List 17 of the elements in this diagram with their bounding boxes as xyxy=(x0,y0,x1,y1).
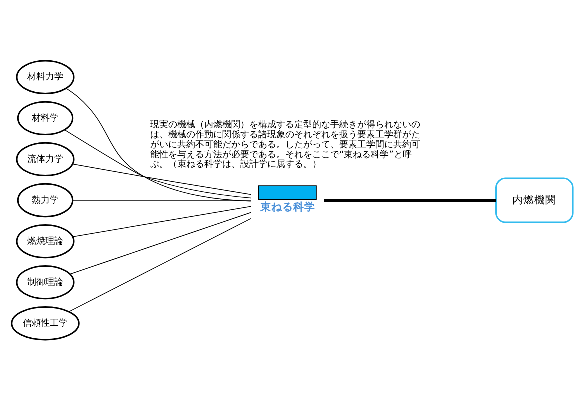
connector xyxy=(66,88,252,202)
node-ellipse: 信頼性工学 xyxy=(11,306,80,340)
node-ellipse: 熱力学 xyxy=(17,182,74,218)
node-label: 束ねる科学 xyxy=(260,200,316,214)
connector xyxy=(68,218,252,312)
node-ellipse: 燃焼理論 xyxy=(16,224,75,258)
label: 現実の機械（内燃機関）を構成する定型的な手続きが得られないのは、機械の作動に関係する諸現象のそれぞれを扱う要素工学群がたがいに共約不可能だからである。したがって、要素工学間に共約可能性を与える方法が必要である。それをここで“束ねる科学”と呼ぶ。（束ねる科学は、設計学に属する。） xyxy=(150,120,420,170)
node-ellipse: 制御理論 xyxy=(16,264,75,300)
connector xyxy=(70,212,252,274)
connector xyxy=(72,206,252,237)
connector xyxy=(72,163,252,195)
node-ellipse: 材料力学 xyxy=(16,60,75,94)
node-ellipse: 材料学 xyxy=(17,100,74,136)
connector xyxy=(64,129,252,198)
node-ellipse: 流体力学 xyxy=(16,142,75,176)
connector xyxy=(324,198,496,202)
node-box: 内燃機関 xyxy=(496,177,574,223)
